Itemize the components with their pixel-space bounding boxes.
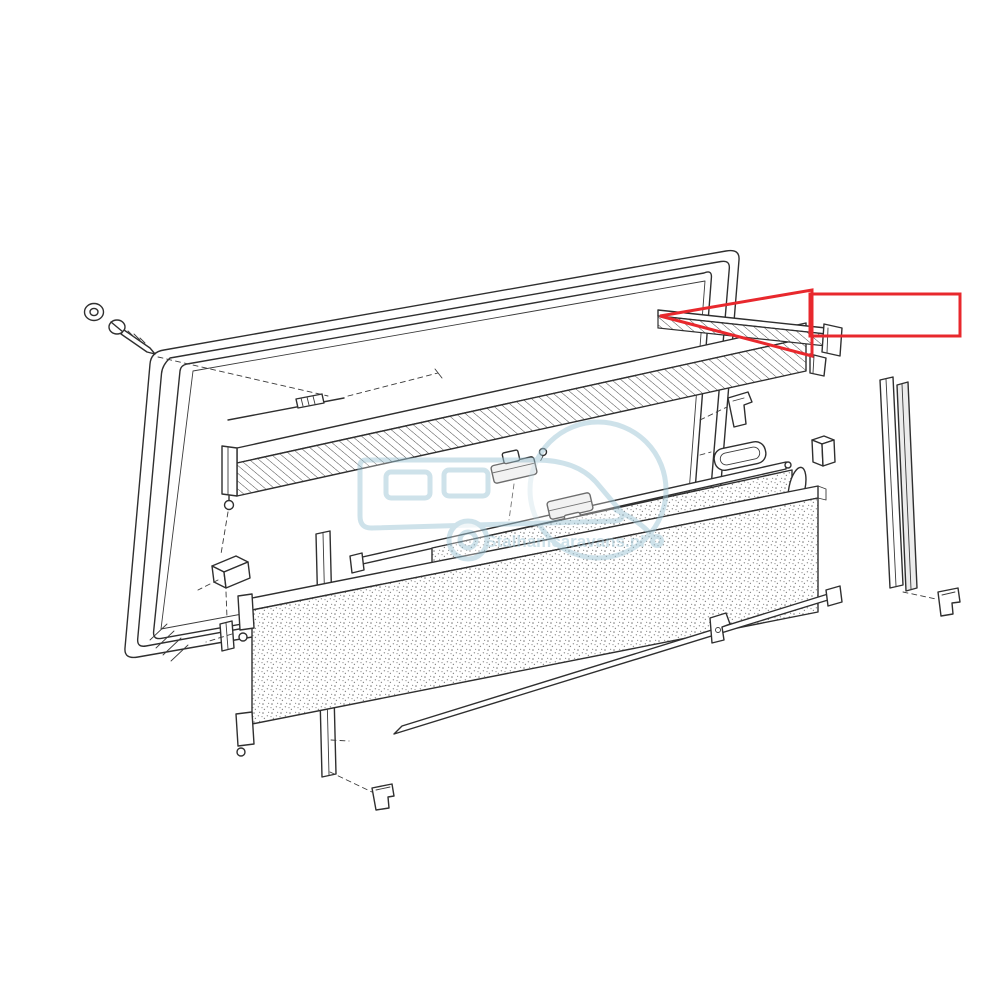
rail-end-bracket	[821, 323, 843, 357]
top-guide-rail	[657, 309, 843, 377]
rod-clip	[709, 612, 731, 644]
watermark-circle	[527, 419, 669, 561]
right-side-fittings	[699, 391, 836, 472]
spring-rod	[227, 368, 443, 421]
fixing-screw-and-washer	[83, 302, 329, 397]
rail-bottom-clip	[937, 587, 961, 617]
rail-bottom-clip-left	[371, 783, 395, 811]
panel-knob-bottom	[236, 747, 246, 757]
washer-icon	[83, 302, 105, 322]
blind-panel	[235, 485, 827, 757]
cassette-left-cap	[221, 445, 238, 497]
watermark: Stalhamcaravans.nl	[357, 419, 669, 562]
bottom-pull-rod	[393, 585, 843, 735]
hook-bracket	[727, 391, 753, 428]
callout-arrow-icon	[659, 288, 814, 358]
corner-fittings-left	[197, 555, 251, 652]
frame-corner-hatch	[149, 623, 189, 662]
small-block	[811, 435, 836, 467]
callout-box	[808, 292, 962, 338]
flyscreen-cassette	[220, 322, 807, 555]
panel-knob-top	[238, 632, 248, 642]
panel-left-cap-top	[237, 593, 255, 631]
watermark-text: Stalhamcaravans.nl	[485, 532, 645, 551]
red-callout	[659, 288, 962, 358]
side-rail-right	[879, 376, 961, 617]
panel-left-cap-bottom	[235, 711, 255, 747]
watermark-caravan-icon	[357, 457, 664, 562]
cassette-end-knob	[223, 499, 235, 511]
vent-fitting	[713, 440, 767, 472]
